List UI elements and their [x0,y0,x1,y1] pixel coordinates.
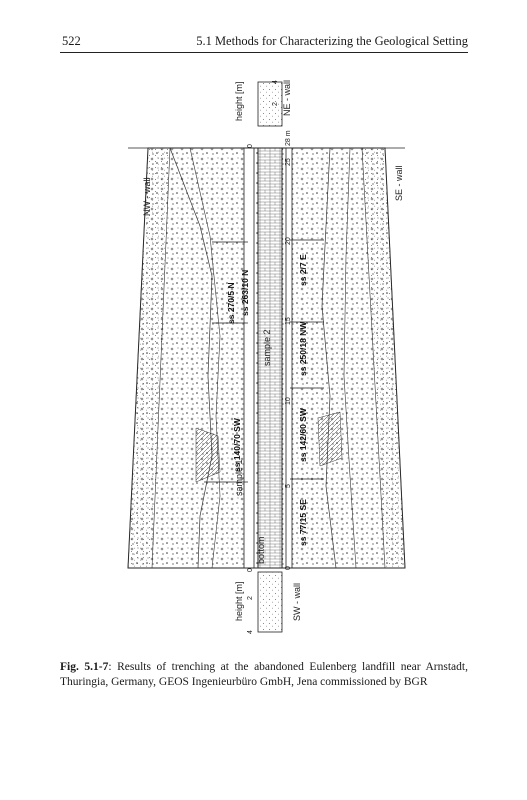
strike-label-lower-1: ss 77/15 SE [298,499,308,546]
se-wall-label: SE - wall [394,165,404,201]
strike-label-upper-3: ss 263/10 N [240,270,250,316]
trench-figure: NW - wall NE - wall SE - wall SW - wall … [100,76,440,642]
distance-tick-15: 15 [285,317,292,325]
strike-label-upper-1: ss 140/70 SW [232,417,242,472]
distance-tick-10: 10 [285,397,292,405]
height-label-top: height [m] [234,81,244,121]
strike-label-lower-3: ss 250/18 NW [298,321,308,376]
distance-tick-5: 5 [285,484,292,488]
height-label-bottom: height [m] [234,581,244,621]
running-head: 522 5.1 Methods for Characterizing the G… [60,34,468,53]
strike-lines [204,239,324,483]
section-title: 5.1 Methods for Characterizing the Geolo… [196,34,468,48]
sample-1-label: sample 1 [234,459,244,496]
height-tick-bottom-0: 0 [247,568,254,572]
trench-drawing: NW - wall NE - wall SE - wall SW - wall … [127,80,406,634]
distance-tick-25: 25 [285,158,292,166]
page-number: 522 [62,34,81,48]
figure-caption: Fig. 5.1-7: Results of trenching at the … [60,660,468,690]
distance-tick-20: 20 [285,237,292,245]
strike-label-lower-2: ss 142/60 SW [298,407,308,462]
sw-wall-label: SW - wall [292,583,302,621]
strike-label-upper-2: ss 270/5 N [226,282,236,324]
caption-text: : Results of trenching at the abandoned … [60,661,468,688]
nw-wall-label: NW - wall [142,178,152,217]
height-tick-bottom-2: 2 [247,596,254,600]
strike-label-lower-4: ss 2/7 E [298,254,308,286]
height-tick-top-4: 4 [272,80,279,84]
distance-tick-0: 0 [285,566,292,570]
ne-wall-label: NE - wall [282,80,292,116]
nw-wall-section [127,147,259,569]
height-tick-top-0: 0 [247,144,254,148]
bottom-label: bottom [256,536,266,564]
height-tick-bottom-4: 4 [247,630,254,634]
sample-2-label: sample 2 [262,329,272,366]
height-tick-top-2: 2 [272,102,279,106]
distance-unit: 28 m [285,130,292,146]
figure-label: Fig. 5.1-7 [60,661,109,673]
